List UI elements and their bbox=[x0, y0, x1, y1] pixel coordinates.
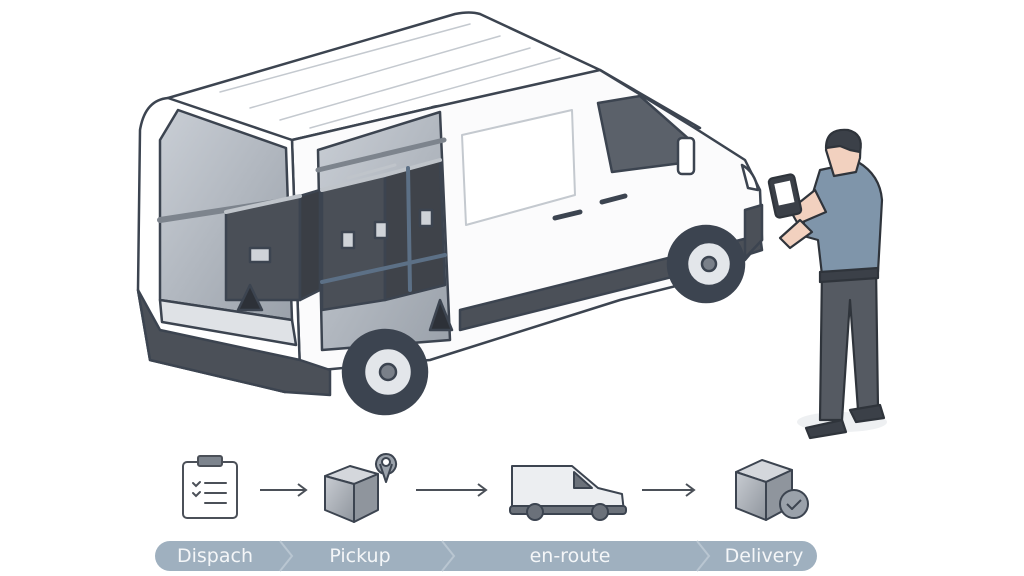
package-location-icon bbox=[324, 453, 398, 523]
package-check-icon bbox=[735, 459, 809, 521]
cargo-case bbox=[224, 188, 322, 302]
front-wheel bbox=[666, 224, 746, 304]
clipboard-checklist-icon bbox=[182, 455, 238, 519]
rear-wheel bbox=[341, 328, 429, 416]
courier-shirt bbox=[798, 160, 884, 277]
step-label-delivery: Delivery bbox=[724, 545, 804, 567]
step-label-dispatch: Dispach bbox=[177, 545, 253, 567]
flow-arrow bbox=[260, 483, 308, 497]
flow-arrow bbox=[642, 483, 696, 497]
van-cab-window bbox=[596, 94, 692, 174]
step-label-en-route: en-route bbox=[529, 545, 611, 567]
flow-arrow bbox=[416, 483, 488, 497]
step-label-pickup: Pickup bbox=[329, 545, 391, 567]
process-bar bbox=[155, 540, 817, 572]
courier-pants bbox=[818, 266, 880, 422]
courier-person bbox=[767, 128, 887, 440]
van-mirror bbox=[676, 136, 696, 176]
cargo-case bbox=[320, 158, 447, 312]
van bbox=[136, 11, 764, 416]
courier-hair bbox=[824, 128, 862, 154]
van-rear-bumper bbox=[136, 288, 332, 397]
delivery-van-icon bbox=[509, 465, 627, 521]
van-side-window bbox=[461, 109, 576, 226]
